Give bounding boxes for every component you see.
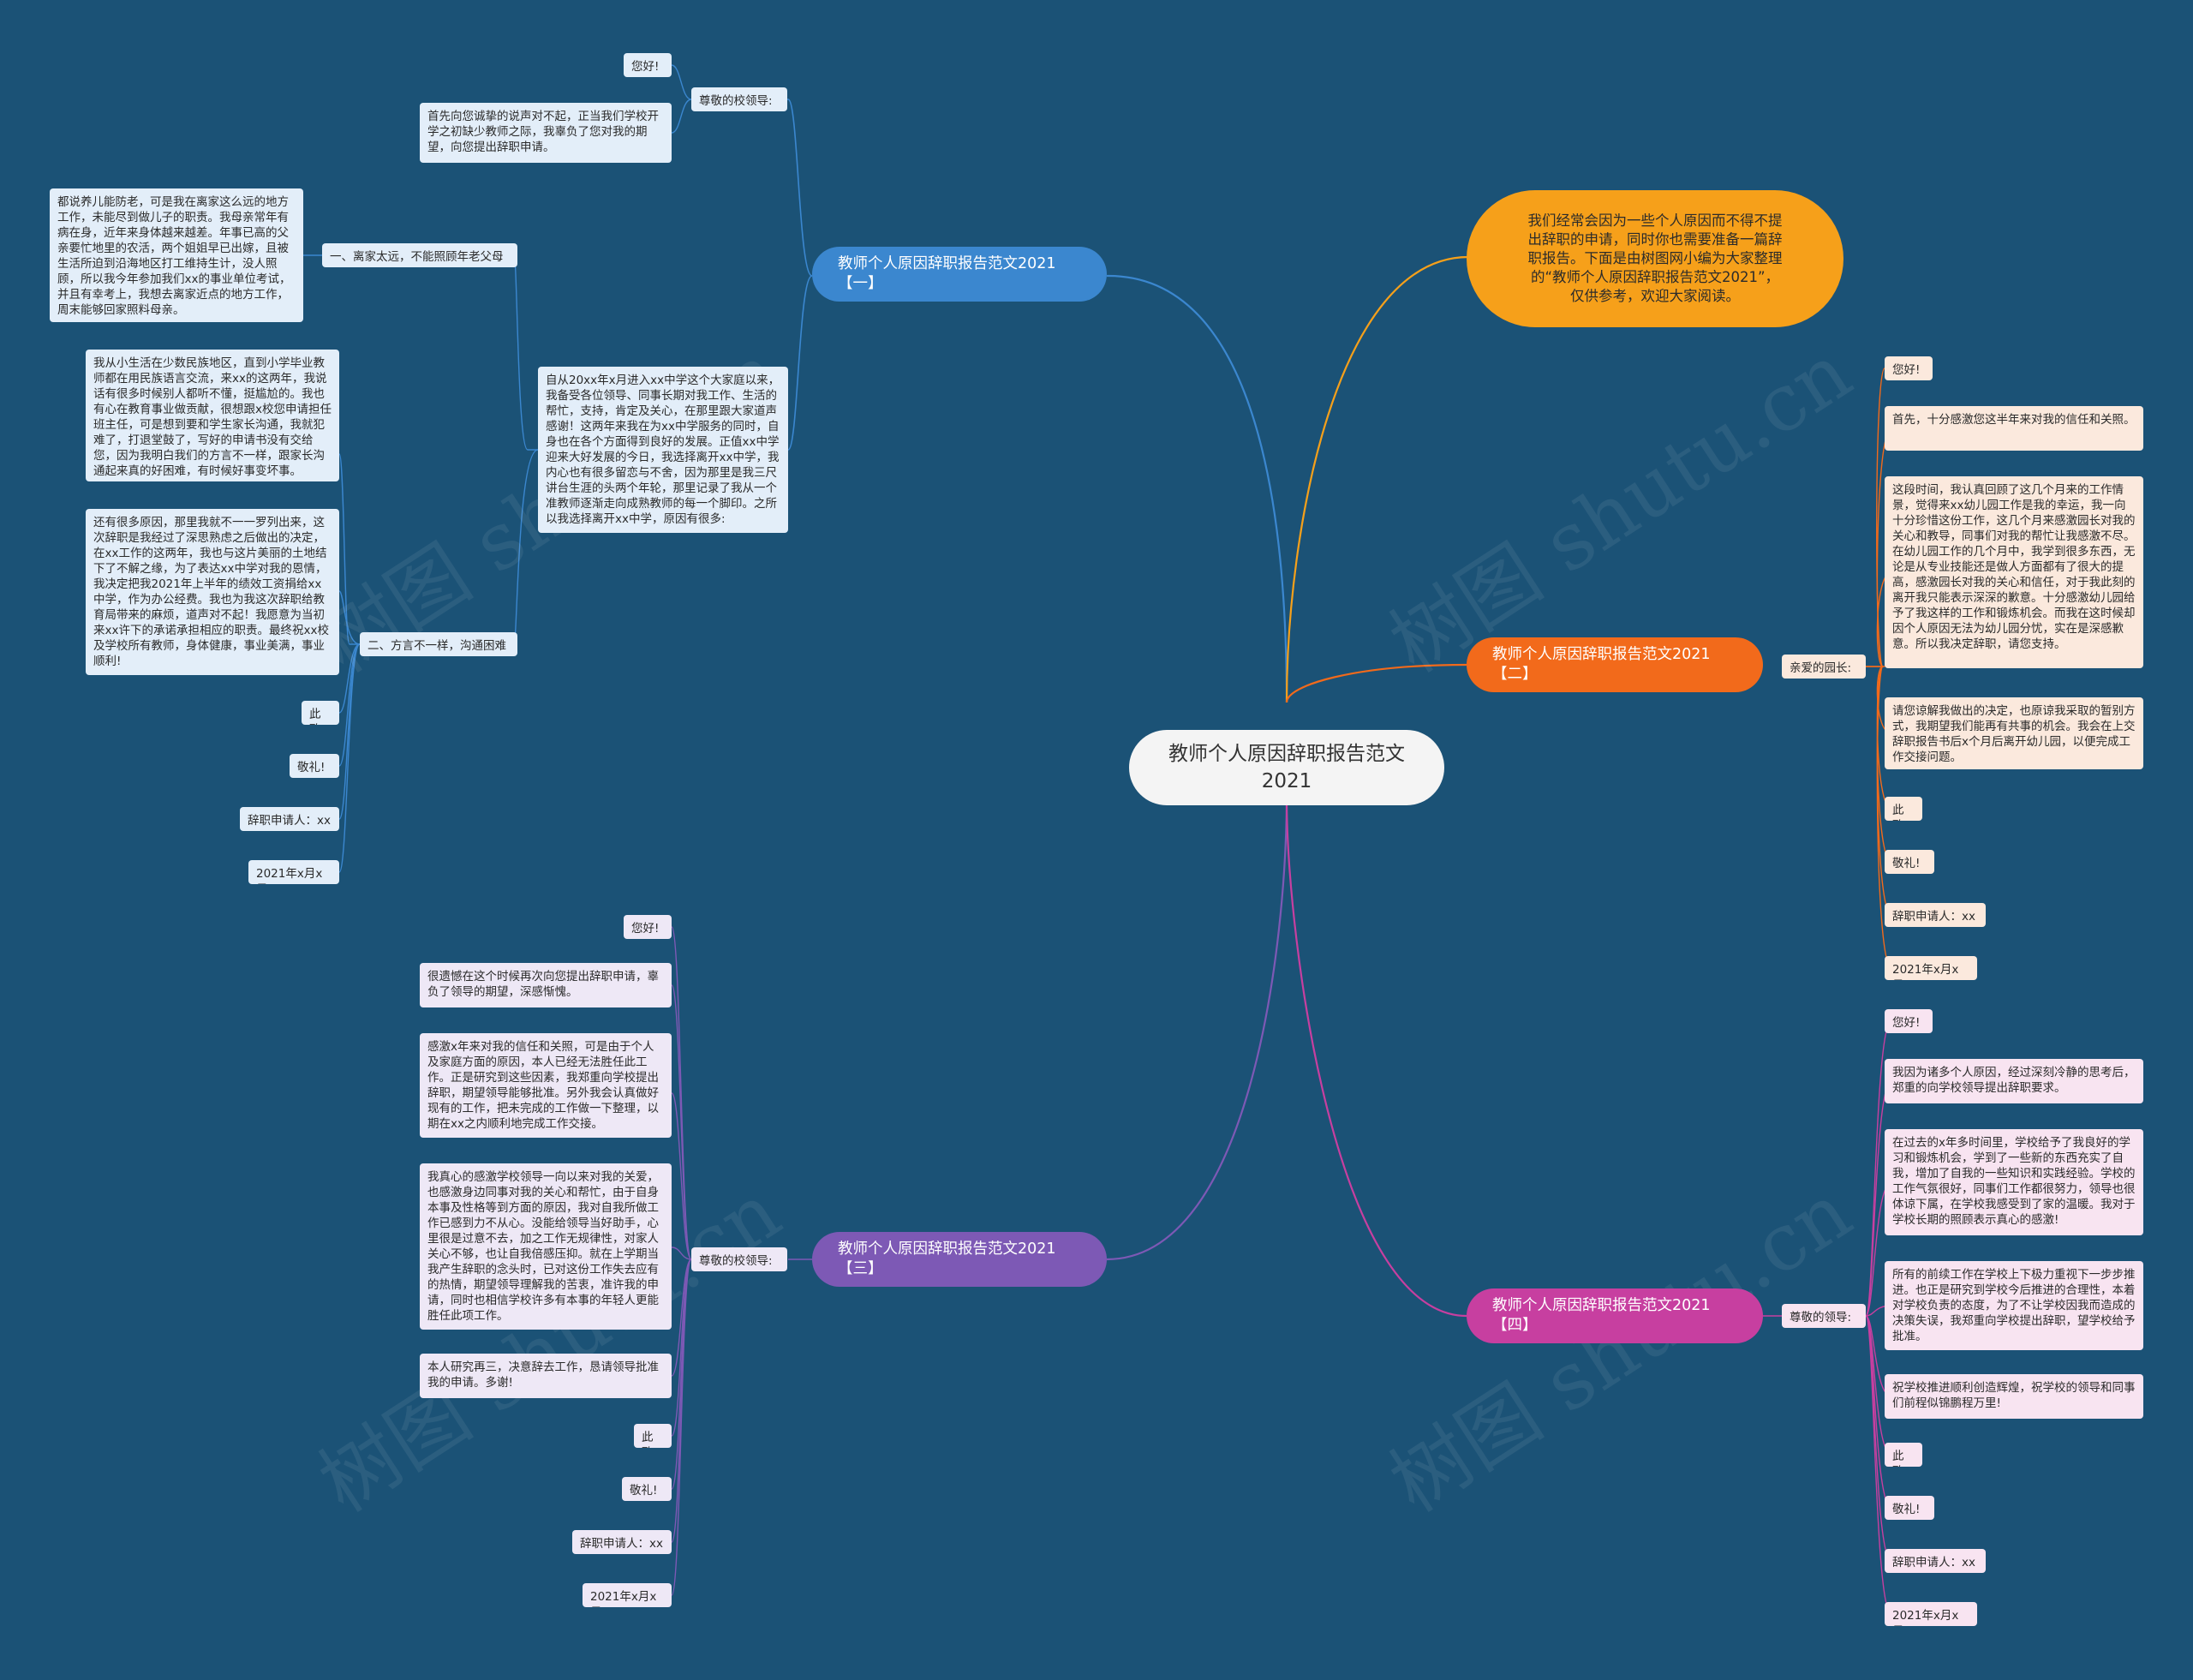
branch-1-signer[interactable]: 辞职申请人：xx: [240, 807, 339, 831]
branch-1-reason-2[interactable]: 二、方言不一样，沟通困难: [360, 632, 517, 656]
branch-4-closing-1[interactable]: 此致: [1885, 1443, 1922, 1467]
branch-4-signer[interactable]: 辞职申请人：xx: [1885, 1549, 1986, 1573]
branch-2-closing-2[interactable]: 敬礼!: [1885, 850, 1934, 874]
branch-1-opening[interactable]: 首先向您诚挚的说声对不起，正当我们学校开学之初缺少教师之际，我辜负了您对我的期望…: [420, 103, 672, 163]
branch-1-body[interactable]: 自从20xx年x月进入xx中学这个大家庭以来，我备受各位领导、同事长期对我工作、…: [538, 367, 788, 533]
branch-1-date[interactable]: 2021年x月x日: [248, 860, 339, 884]
central-topic[interactable]: 教师个人原因辞职报告范文2021: [1129, 730, 1444, 805]
branch-1-reason-1-detail[interactable]: 都说养儿能防老，可是我在离家这么远的地方工作，未能尽到做儿子的职责。我母亲常年有…: [50, 188, 303, 322]
branch-2-p3[interactable]: 请您谅解我做出的决定，也原谅我采取的暂别方式，我期望我们能再有共事的机会。我会在…: [1885, 697, 2143, 769]
branch-1-reason-1[interactable]: 一、离家太远，不能照顾年老父母: [322, 243, 517, 267]
branch-3-p1[interactable]: 很遗憾在这个时候再次向您提出辞职申请，辜负了领导的期望，深感惭愧。: [420, 963, 672, 1007]
branch-4-p2[interactable]: 在过去的x年多时间里，学校给予了我良好的学习和锻炼机会，学到了一些新的东西充实了…: [1885, 1129, 2143, 1235]
branch-4-closing-2[interactable]: 敬礼!: [1885, 1496, 1934, 1520]
branch-1-topic[interactable]: 教师个人原因辞职报告范文2021【一】: [812, 247, 1107, 302]
branch-4-salutation[interactable]: 尊敬的领导:: [1782, 1304, 1866, 1328]
branch-2-greeting[interactable]: 您好!: [1885, 356, 1933, 380]
branch-4-greeting[interactable]: 您好!: [1885, 1009, 1933, 1033]
branch-3-salutation[interactable]: 尊敬的校领导:: [691, 1247, 787, 1271]
branch-3-p2[interactable]: 感激x年来对我的信任和关照，可是由于个人及家庭方面的原因，本人已经无法胜任此工作…: [420, 1033, 672, 1138]
branch-4-topic[interactable]: 教师个人原因辞职报告范文2021【四】: [1467, 1288, 1763, 1343]
branch-2-closing-1[interactable]: 此致: [1885, 797, 1922, 821]
branch-4-p1[interactable]: 我因为诸多个人原因，经过深刻冷静的思考后，郑重的向学校领导提出辞职要求。: [1885, 1059, 2143, 1103]
branch-2-signer[interactable]: 辞职申请人：xx: [1885, 903, 1986, 927]
branch-3-p3[interactable]: 我真心的感激学校领导一向以来对我的关爱，也感激身边同事对我的关心和帮忙，由于自身…: [420, 1163, 672, 1330]
branch-1-reason-2-detail-2[interactable]: 还有很多原因，那里我就不一一罗列出来，这次辞职是我经过了深思熟虑之后做出的决定，…: [86, 509, 339, 675]
branch-3-closing-2[interactable]: 敬礼!: [622, 1477, 672, 1501]
branch-3-greeting[interactable]: 您好!: [624, 915, 672, 939]
branch-3-signer[interactable]: 辞职申请人：xx: [572, 1530, 672, 1554]
branch-2-date[interactable]: 2021年x月x日: [1885, 956, 1977, 980]
branch-2-p1[interactable]: 首先，十分感激您这半年来对我的信任和关照。: [1885, 406, 2143, 451]
branch-4-p3[interactable]: 所有的前续工作在学校上下极力重视下一步步推进。也正是研究到学校今后推进的合理性，…: [1885, 1261, 2143, 1350]
branch-2-salutation[interactable]: 亲爱的园长:: [1782, 655, 1866, 679]
branch-3-topic[interactable]: 教师个人原因辞职报告范文2021【三】: [812, 1232, 1107, 1287]
branch-2-topic[interactable]: 教师个人原因辞职报告范文2021【二】: [1467, 637, 1763, 692]
branch-1-closing-2[interactable]: 敬礼!: [290, 754, 339, 778]
branch-4-date[interactable]: 2021年x月x日: [1885, 1602, 1977, 1626]
branch-4-p4[interactable]: 祝学校推进顺利创造辉煌，祝学校的领导和同事们前程似锦鹏程万里!: [1885, 1374, 2143, 1419]
intro-node[interactable]: 我们经常会因为一些个人原因而不得不提出辞职的申请，同时你也需要准备一篇辞职报告。…: [1467, 190, 1843, 327]
branch-1-greeting[interactable]: 您好!: [624, 53, 672, 77]
branch-2-p2[interactable]: 这段时间，我认真回顾了这几个月来的工作情景，觉得来xx幼儿园工作是我的幸运，我一…: [1885, 476, 2143, 668]
branch-3-closing-1[interactable]: 此致: [634, 1424, 672, 1448]
branch-3-p4[interactable]: 本人研究再三，决意辞去工作，恳请领导批准我的申请。多谢!: [420, 1354, 672, 1398]
branch-3-date[interactable]: 2021年x月x日: [583, 1583, 672, 1607]
branch-1-salutation[interactable]: 尊敬的校领导:: [691, 87, 787, 111]
branch-1-reason-2-detail-1[interactable]: 我从小生活在少数民族地区，直到小学毕业教师都在用民族语言交流，来xx的这两年，我…: [86, 350, 339, 481]
branch-1-closing-1[interactable]: 此致: [302, 701, 339, 725]
